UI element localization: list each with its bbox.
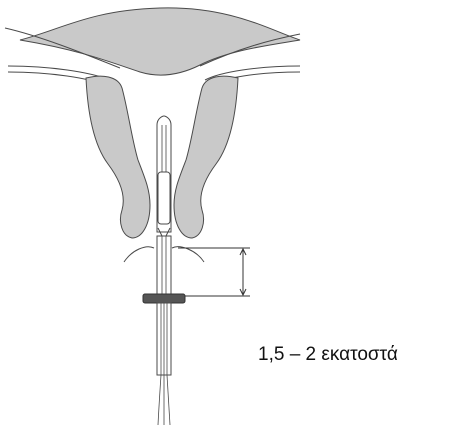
measurement-label: 1,5 – 2 εκατοστά — [258, 344, 398, 366]
uterus — [5, 8, 300, 75]
device-strings — [158, 375, 170, 425]
applicator — [157, 303, 171, 375]
measurement-bracket — [178, 248, 250, 296]
left-vaginal-wall — [86, 76, 150, 238]
device-ring — [143, 294, 185, 303]
device-shaft — [157, 116, 171, 298]
right-vaginal-wall — [174, 76, 238, 238]
